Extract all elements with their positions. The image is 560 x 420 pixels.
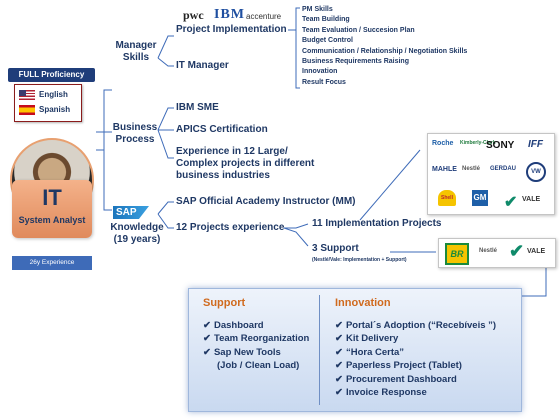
vale-mark-icon-support: ✔ [509, 241, 525, 261]
check-icon: ✔ [203, 333, 211, 345]
pwc-logo: pwc [183, 8, 204, 22]
branch-business-process: Business Process [112, 122, 158, 145]
pm-skill: PM Skills [302, 6, 333, 13]
iff-logo: IFF [528, 139, 543, 150]
branch-manager-skills: Manager Skills [115, 40, 157, 63]
accenture-logo: accenture [246, 12, 282, 21]
pm-skill: Team Building [302, 16, 350, 24]
role-box: IT System Analyst [12, 180, 92, 238]
nestle-logo: Nestlé [462, 166, 481, 172]
vale-logo: VALE [522, 196, 541, 203]
it-manager: IT Manager [176, 60, 229, 71]
gm-logo: GM [472, 190, 488, 206]
check-icon: ✔ [335, 346, 343, 358]
panel-divider [319, 295, 320, 405]
pm-skill: Innovation [302, 68, 338, 76]
branch-sap-knowledge: Knowledge (19 years) [110, 222, 164, 245]
sap-instructor: SAP Official Academy Instructor (MM) [176, 196, 356, 207]
support-item: ✔Team Reorganization [203, 333, 310, 345]
language-spanish: Spanish [39, 105, 71, 114]
roche-logo: Roche [432, 140, 454, 147]
large-projects-experience: Experience in 12 Large/ Complex projects… [176, 146, 315, 181]
role-subtitle: System Analyst [18, 215, 86, 225]
support-note: (Nestlé/Vale: Implementation + Support) [312, 257, 407, 263]
mahle-logo: MAHLE [432, 166, 457, 173]
support-clients-box: BR Nestlé ✔ VALE [438, 238, 556, 268]
check-icon: ✔ [335, 373, 343, 385]
ibm-sme: IBM SME [176, 102, 219, 113]
shell-logo: Shell [438, 190, 456, 206]
check-icon: ✔ [335, 387, 343, 399]
spain-flag-icon [19, 105, 35, 115]
check-icon: ✔ [203, 320, 211, 331]
check-icon: ✔ [335, 360, 343, 372]
nestle-logo-support: Nestlé [479, 248, 498, 254]
gerdau-logo: GERDAU [490, 166, 517, 172]
innovation-list: ✔Portal´s Adoption (“Recebíveis ”) ✔Kit … [335, 319, 496, 399]
innovation-item: ✔Kit Delivery [335, 333, 399, 345]
apics-certification: APICS Certification [176, 124, 268, 135]
ibm-logo: IBM [214, 7, 245, 22]
innovation-title: Innovation [335, 297, 391, 309]
us-flag-icon [19, 90, 35, 100]
pm-skill: Budget Control [302, 37, 353, 45]
pm-skill: Communication / Relationship / Negotiati… [302, 47, 468, 55]
innovation-item: ✔Portal´s Adoption (“Recebíveis ”) [335, 320, 497, 331]
check-icon: ✔ [335, 333, 343, 345]
language-box: English Spanish [14, 84, 82, 122]
sony-logo: SONY [486, 140, 515, 151]
support-list: ✔Dashboard ✔Team Reorganization ✔Sap New… [203, 319, 309, 373]
innovation-item: ✔Paperless Project (Tablet) [335, 360, 462, 372]
language-english: English [39, 90, 68, 99]
pm-skill: Team Evaluation / Succesion Plan [302, 26, 415, 34]
vale-logo-support: VALE [527, 248, 546, 255]
vale-mark-icon: ✔ [504, 194, 518, 211]
support-item: (Job / Clean Load) [217, 360, 300, 372]
innovation-item: ✔Invoice Response [335, 387, 427, 399]
check-icon: ✔ [203, 346, 211, 358]
implementation-projects: 11 Implementation Projects [312, 218, 442, 229]
sap-logo: SAP [113, 206, 149, 219]
proficiency-header: FULL Proficiency [8, 68, 95, 82]
experience-bar: 26y Experience [12, 256, 92, 270]
role-title: IT [42, 185, 62, 210]
project-implementation: Project Implementation [176, 24, 287, 35]
vw-logo: VW [526, 162, 546, 182]
support-innovation-panel: Support ✔Dashboard ✔Team Reorganization … [188, 288, 522, 412]
kimberly-clark-logo: Kimberly-Clark [460, 140, 496, 146]
client-logos-box: Roche Kimberly-Clark SONY IFF MAHLE Nest… [427, 133, 555, 215]
projects-experience: 12 Projects experience [176, 222, 285, 233]
support-title: Support [203, 297, 246, 309]
check-icon: ✔ [335, 320, 343, 331]
support-item: ✔Dashboard [203, 320, 264, 331]
pm-skill: Business Requirements Raising [302, 58, 409, 66]
innovation-item: ✔Procurement Dashboard [335, 373, 457, 385]
pm-skills-list: PM Skills Team Building Team Evaluation … [302, 5, 467, 88]
br-logo: BR [445, 243, 469, 265]
pm-skill: Result Focus [302, 78, 346, 86]
support-projects: 3 Support [312, 243, 359, 254]
innovation-item: ✔“Hora Certa” [335, 346, 405, 358]
support-item: ✔Sap New Tools [203, 346, 281, 358]
